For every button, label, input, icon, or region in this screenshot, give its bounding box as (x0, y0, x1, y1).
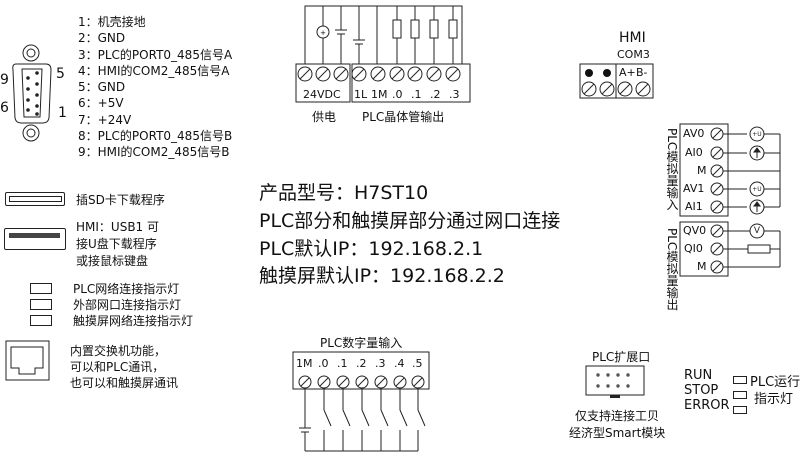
plc-network-led (30, 283, 52, 294)
pin-4-desc: 4：HMI的COM2_485信号A (78, 64, 230, 78)
svg-text:+: + (320, 29, 326, 37)
analog-out-qi0: QI0 (684, 242, 703, 255)
usb-port-icon (4, 228, 66, 250)
di-label-2: .2 (356, 357, 367, 370)
hmi-network-led-label: 触摸屏网络连接指示灯 (73, 314, 194, 328)
analog-in-ai0: AI0 (685, 146, 703, 159)
product-model: 产品型号：H7ST10 (259, 182, 429, 204)
analog-in-ai1: AI1 (685, 200, 703, 213)
status-caption-line1: PLC运行 (750, 375, 800, 390)
expansion-title: PLC扩展口 (592, 350, 651, 364)
plc-default-ip: PLC默认IP：192.168.2.1 (259, 238, 484, 260)
run-led (733, 376, 747, 384)
status-error-label: ERROR (684, 398, 730, 413)
db9-bottom-screw (22, 124, 40, 142)
stop-led (733, 391, 747, 399)
di-label-3: .3 (375, 357, 386, 370)
expansion-note-line2: 经济型Smart模块 (569, 426, 666, 440)
di-label-0: .0 (318, 357, 329, 370)
label-out-2: .2 (430, 88, 441, 101)
hmi-b-minus: B- (636, 66, 648, 79)
db9-inner (21, 68, 43, 118)
analog-in-av0: AV0 (683, 127, 705, 140)
plc-network-led-label: PLC网络连接指示灯 (73, 282, 180, 296)
pin-2-desc: 2：GND (78, 31, 126, 45)
transistor-output-caption: PLC晶体管输出 (362, 110, 445, 124)
pin-3-desc: 3：PLC的PORT0_485信号A (78, 48, 233, 62)
pin-7-desc: 7：+24V (78, 113, 132, 127)
db9-label-6: 6 (0, 100, 9, 116)
digital-input-title: PLC数字量输入 (320, 336, 403, 350)
hmi-default-ip: 触摸屏默认IP：192.168.2.2 (259, 265, 505, 287)
status-caption-line2: 指示灯 (754, 392, 794, 407)
db9-label-1: 1 (58, 105, 67, 121)
sd-slot-icon (5, 192, 65, 206)
sd-slot-label: 插SD卡下载程序 (76, 193, 165, 207)
ethernet-label-line3: 也可以和触摸屏通讯 (70, 376, 179, 390)
hmi-com3-label: COM3 (617, 48, 650, 61)
label-24vdc: 24VDC (303, 88, 341, 101)
di-label-1: .1 (337, 357, 348, 370)
hmi-title: HMI (619, 30, 646, 46)
label-out-1: .1 (411, 88, 422, 101)
di-label-4: .4 (394, 357, 405, 370)
analog-out-m: M (697, 260, 707, 273)
svg-text:V: V (754, 226, 761, 236)
pin-8-desc: 8：PLC的PORT0_485信号B (78, 129, 233, 143)
power-caption: 供电 (312, 110, 337, 124)
ethernet-label-line1: 内置交换机功能， (70, 344, 167, 358)
db9-shell (12, 63, 52, 124)
connection-note: PLC部分和触摸屏部分通过网口连接 (259, 210, 561, 232)
db9-label-5: 5 (56, 66, 65, 82)
pin-5-desc: 5：GND (78, 80, 126, 94)
di-label-1m: 1M (296, 357, 313, 370)
db9-top-screw (22, 44, 40, 62)
analog-output-title: PLC模拟量输出 (665, 228, 679, 311)
hmi-a-plus: A+ (619, 66, 636, 79)
analog-in-m: M (697, 164, 707, 177)
ethernet-label-line2: 可以和PLC通讯， (70, 360, 165, 374)
pin-1-desc: 1：机壳接地 (78, 15, 146, 29)
hmi-network-led (30, 315, 52, 326)
external-network-led-label: 外部网口连接指示灯 (73, 298, 182, 312)
usb-label-line2: 接U盘下载程序 (76, 237, 157, 251)
pin-9-desc: 9：HMI的COM2_485信号B (78, 145, 230, 159)
expansion-note-line1: 仅支持连接工贝 (575, 409, 660, 423)
label-1m: 1M (371, 88, 388, 101)
analog-in-av1: AV1 (683, 182, 705, 195)
db9-label-9: 9 (0, 72, 9, 88)
svg-text:+U: +U (752, 131, 761, 138)
usb-label-line1: HMI：USB1 可 (76, 220, 159, 234)
analog-input-title: PLC模拟量输入 (665, 128, 679, 211)
status-run-label: RUN (684, 368, 713, 383)
usb-label-line3: 或接鼠标键盘 (76, 254, 149, 268)
error-led (733, 406, 747, 414)
svg-text:+U: +U (752, 186, 761, 193)
di-label-5: .5 (412, 357, 423, 370)
label-out-3: .3 (449, 88, 460, 101)
analog-out-qv0: QV0 (683, 224, 707, 237)
pin-6-desc: 6：+5V (78, 96, 124, 110)
external-network-led (30, 299, 52, 310)
label-out-0: .0 (392, 88, 403, 101)
status-stop-label: STOP (684, 383, 719, 398)
label-1l: 1L (354, 88, 368, 101)
